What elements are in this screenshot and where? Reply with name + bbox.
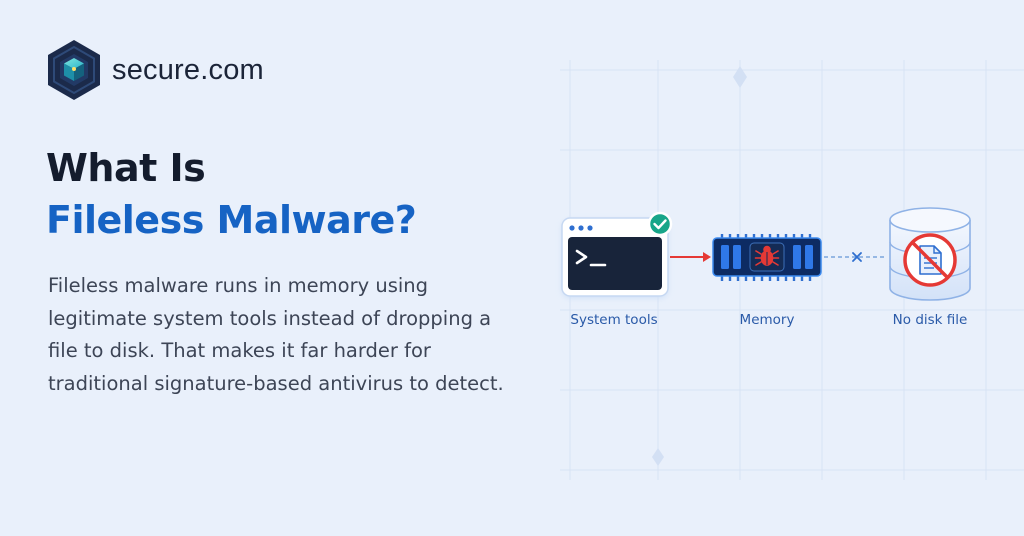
- diagram-graphic: [561, 207, 971, 301]
- node-label-system-tools: System tools: [570, 312, 658, 328]
- disk-file-blocked-icon: [889, 207, 971, 301]
- node-label-memory: Memory: [739, 312, 795, 328]
- check-badge-icon: [647, 211, 673, 237]
- title-line-2: Fileless Malware?: [46, 198, 417, 242]
- brand-name: secure.com: [112, 53, 264, 86]
- solid-red-arrow-icon: [670, 252, 711, 262]
- x-mark-icon: [852, 252, 862, 262]
- terminal-window-icon: [561, 217, 669, 298]
- brand-logo[interactable]: secure.com: [46, 38, 264, 102]
- hexagon-cube-logo-icon: [48, 40, 100, 100]
- fileless-malware-diagram: System tools Memory No disk file: [540, 190, 1020, 350]
- node-label-no-disk-file: No disk file: [892, 312, 968, 328]
- dashed-blocked-connector: [824, 252, 886, 262]
- memory-chip-bug-icon: [712, 234, 822, 281]
- title-line-1: What Is: [46, 146, 206, 190]
- page-title: What Is Fileless Malware?: [46, 142, 417, 246]
- description-text: Fileless malware runs in memory using le…: [48, 274, 504, 395]
